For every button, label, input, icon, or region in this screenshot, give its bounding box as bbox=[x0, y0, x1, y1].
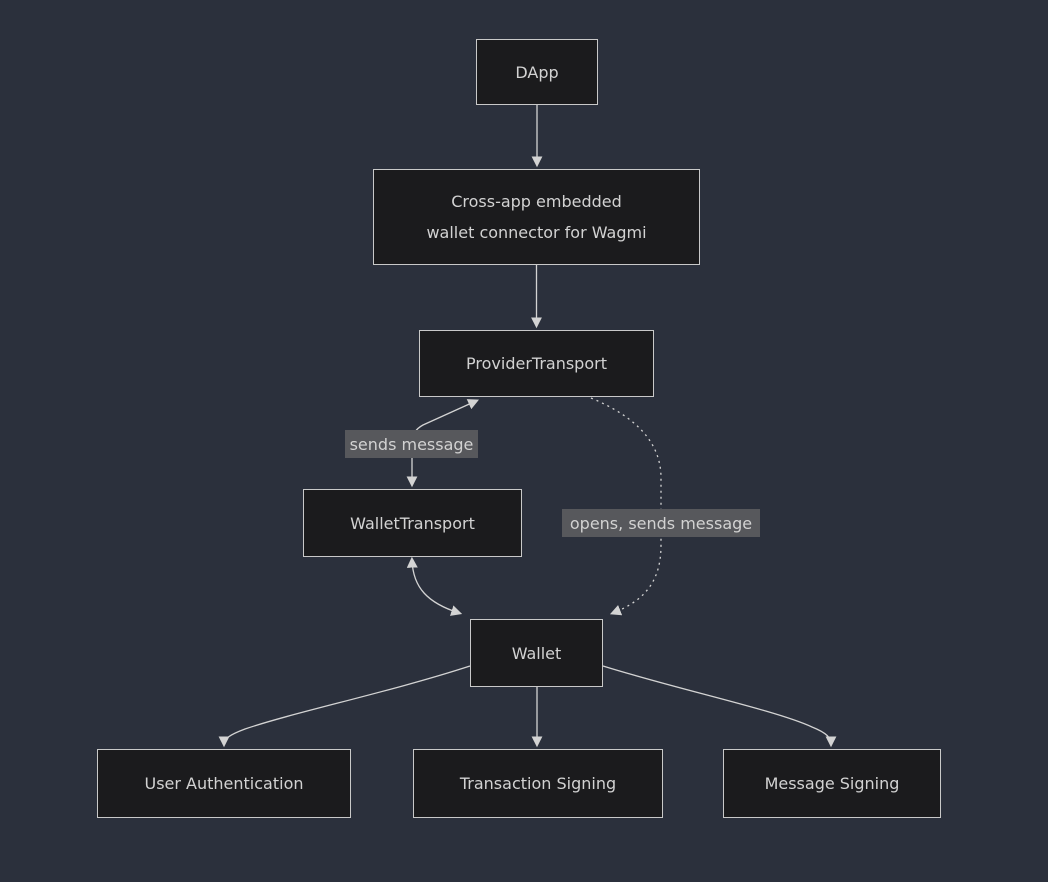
edge-label-opens-sends-message: opens, sends message bbox=[562, 509, 760, 537]
node-label: ProviderTransport bbox=[466, 354, 607, 373]
node-dapp: DApp bbox=[476, 39, 598, 105]
node-label: DApp bbox=[515, 62, 559, 82]
edge-provider-transport-to-wallet bbox=[590, 397, 662, 616]
edge-wallet-transport-to-wallet bbox=[406, 556, 463, 616]
node-label: Cross-app embedded wallet connector for … bbox=[426, 192, 647, 242]
node-label: WalletTransport bbox=[350, 513, 475, 533]
node-message-signing: Message Signing bbox=[723, 749, 941, 818]
node-provider-transport: ProviderTransport bbox=[419, 330, 654, 397]
node-wallet-transport: WalletTransport bbox=[303, 489, 522, 557]
edge-label-sends-message: sends message bbox=[345, 430, 478, 458]
node-cross-app-connector: Cross-app embedded wallet connector for … bbox=[373, 169, 700, 265]
edge-wallet-to-message-signing bbox=[602, 665, 837, 748]
node-user-authentication: User Authentication bbox=[97, 749, 351, 818]
node-label: Message Signing bbox=[764, 774, 900, 793]
node-label: Wallet bbox=[511, 643, 562, 663]
node-label: User Authentication bbox=[144, 774, 304, 793]
node-wallet: Wallet bbox=[470, 619, 603, 687]
edge-wallet-to-user-authentication bbox=[218, 665, 471, 748]
node-transaction-signing: Transaction Signing bbox=[413, 749, 663, 818]
node-label: Transaction Signing bbox=[459, 774, 617, 793]
